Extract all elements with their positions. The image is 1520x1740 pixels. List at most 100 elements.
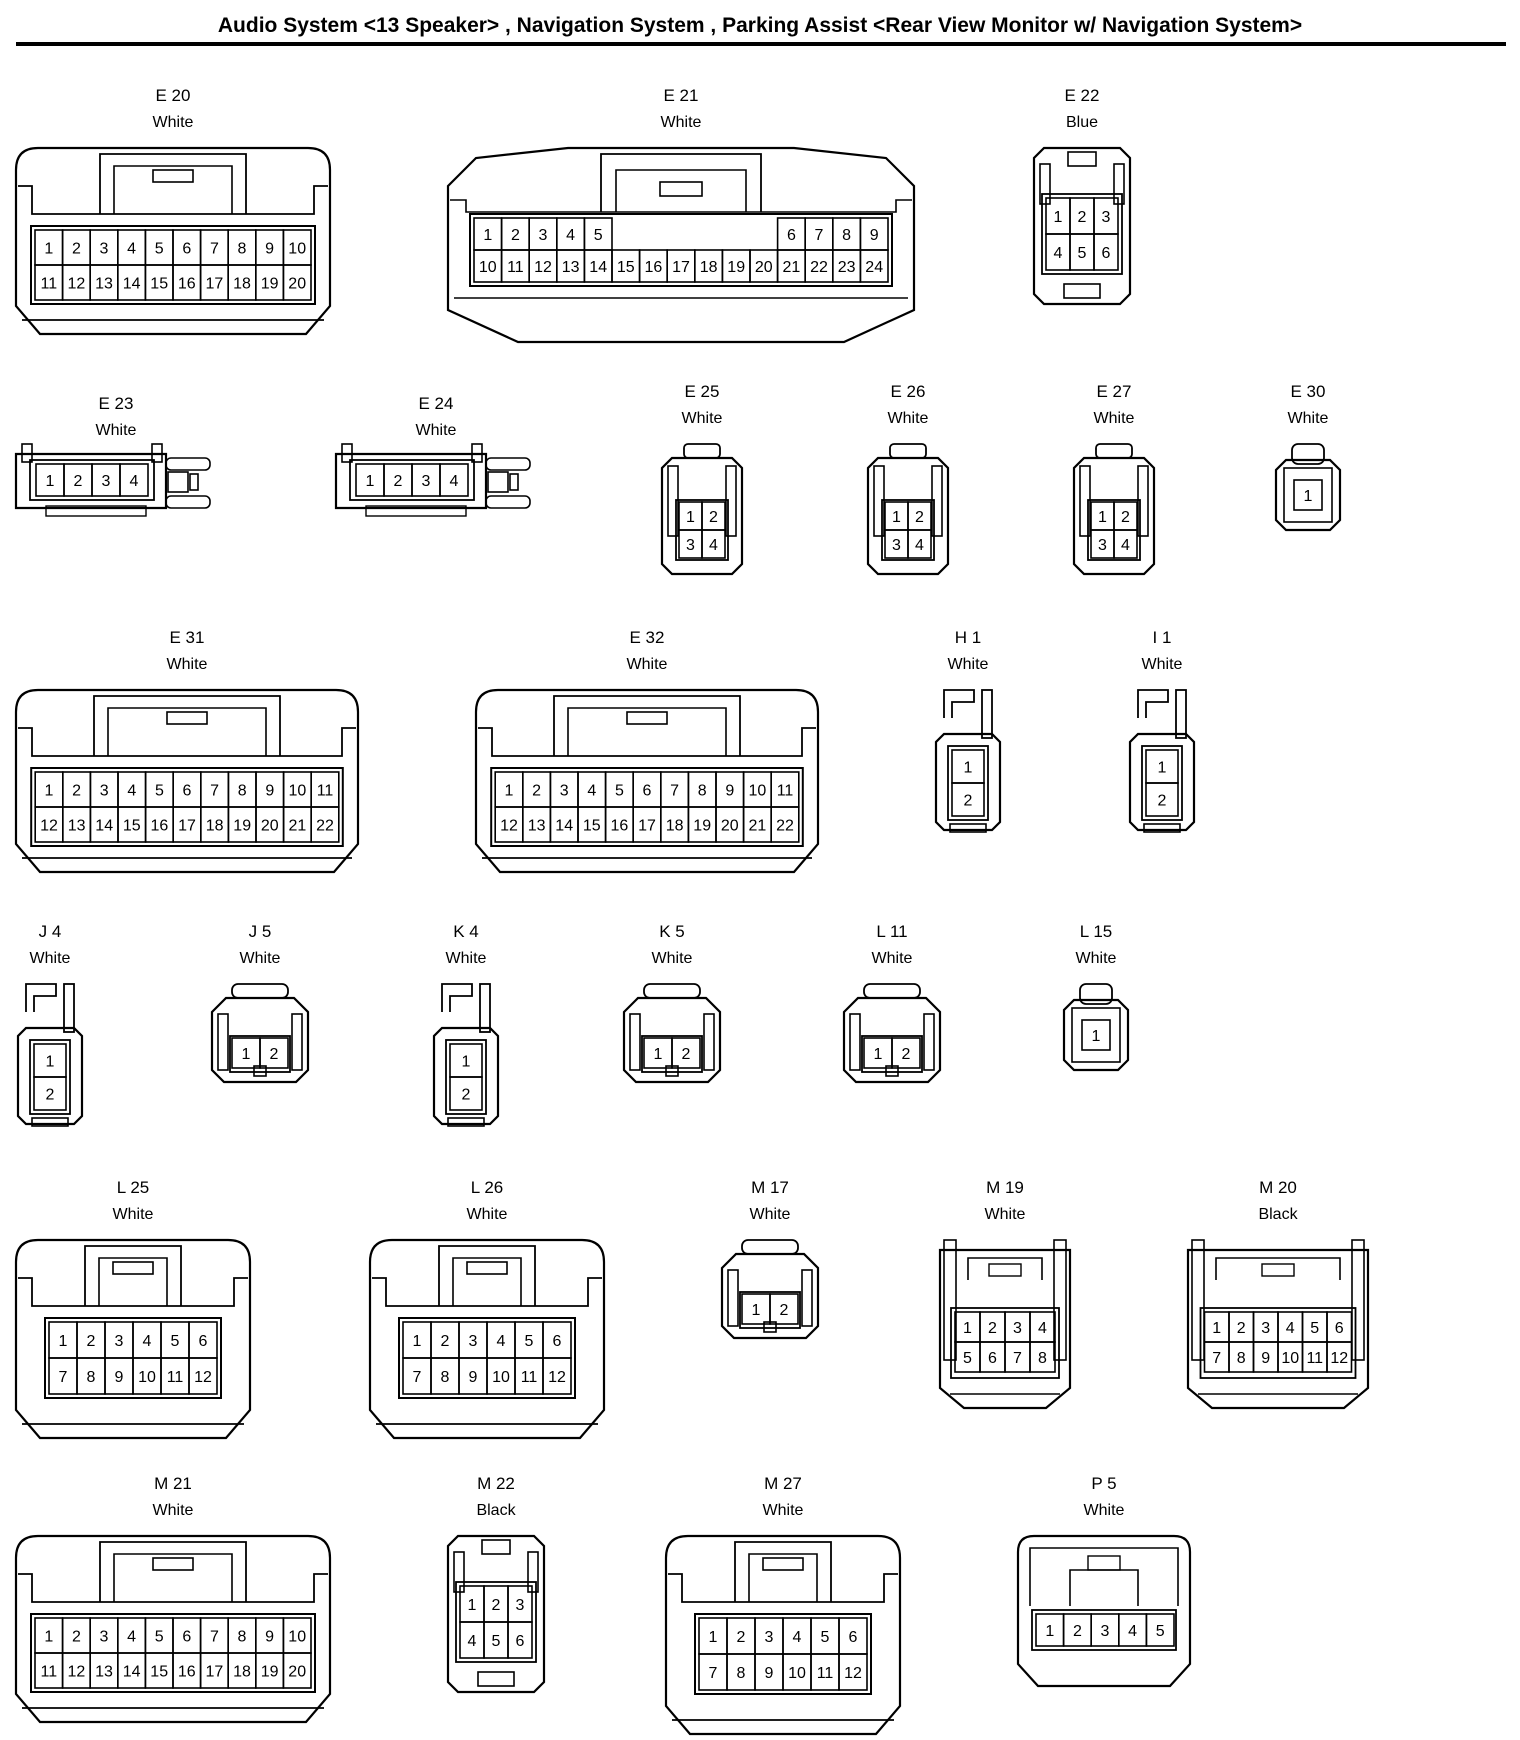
- pin-label: 6: [182, 241, 191, 258]
- pin-label: 19: [261, 276, 279, 293]
- pin-cell: [1326, 1341, 1353, 1373]
- pin-label: 5: [525, 1333, 534, 1350]
- pin-label: 8: [238, 783, 247, 800]
- pin-label: 21: [289, 818, 307, 835]
- connector-color: White: [240, 950, 281, 967]
- connector-color: White: [416, 422, 457, 439]
- pin-label: 20: [721, 818, 739, 835]
- pin-label: 19: [693, 818, 711, 835]
- pin-label: 1: [892, 509, 901, 526]
- connector-color: White: [167, 656, 208, 673]
- pin-label: 2: [682, 1046, 691, 1063]
- pin-label: 1: [686, 509, 695, 526]
- pin-label: 7: [1212, 1350, 1221, 1367]
- pin-label: 1: [242, 1046, 251, 1063]
- pin-label: 8: [238, 1629, 247, 1646]
- pin-label: 5: [1156, 1623, 1165, 1640]
- pin-label: 1: [752, 1302, 761, 1319]
- connector-id: E 20: [156, 86, 191, 105]
- pin-label: 5: [155, 1629, 164, 1646]
- pin-cell: [439, 463, 469, 497]
- pin-label: 4: [127, 783, 136, 800]
- pin-label: 9: [265, 1629, 274, 1646]
- pin-label: 16: [645, 259, 663, 276]
- pin-label: 4: [143, 1333, 152, 1350]
- pin-label: 6: [849, 1629, 858, 1646]
- pin-label: 1: [874, 1046, 883, 1063]
- pin-label: 6: [183, 783, 192, 800]
- pin-label: 1: [505, 783, 514, 800]
- pin-label: 6: [516, 1633, 525, 1650]
- pin-cell: [542, 1357, 572, 1395]
- pin-cell: [33, 1076, 67, 1111]
- connector-id: K 4: [453, 922, 479, 941]
- pin-label: 7: [59, 1369, 68, 1386]
- pin-label: 2: [1158, 793, 1167, 810]
- pin-label: 6: [988, 1350, 997, 1367]
- pin-label: 16: [611, 818, 629, 835]
- pin-label: 3: [539, 227, 548, 244]
- pin-label: 2: [780, 1302, 789, 1319]
- pin-label: 1: [963, 1320, 972, 1337]
- pin-label: 6: [1335, 1320, 1344, 1337]
- connector-id: H 1: [955, 628, 981, 647]
- connector-id: I 1: [1153, 628, 1172, 647]
- pin-label: 15: [617, 259, 635, 276]
- pin-label: 9: [1261, 1350, 1270, 1367]
- pin-label: 2: [394, 473, 403, 490]
- pin-cell: [1081, 1019, 1111, 1051]
- pin-label: 3: [469, 1333, 478, 1350]
- pin-label: 11: [817, 1665, 834, 1682]
- pin-label: 5: [594, 227, 603, 244]
- connector-id: M 19: [986, 1178, 1024, 1197]
- pin-label: 1: [46, 473, 55, 490]
- pin-label: 9: [765, 1665, 774, 1682]
- pin-label: 2: [46, 1087, 55, 1104]
- pin-label: 2: [1078, 209, 1087, 226]
- pin-label: 13: [95, 1664, 113, 1681]
- connector-color: White: [627, 656, 668, 673]
- connector-id: E 26: [891, 382, 926, 401]
- connector-id: J 5: [249, 922, 272, 941]
- connector-color: White: [467, 1206, 508, 1223]
- pin-label: 2: [1237, 1320, 1246, 1337]
- pin-label: 1: [964, 760, 973, 777]
- connector-color: White: [872, 950, 913, 967]
- pin-label: 11: [167, 1369, 184, 1386]
- pin-label: 6: [643, 783, 652, 800]
- pin-label: 3: [102, 473, 111, 490]
- pin-label: 6: [182, 1629, 191, 1646]
- pin-label: 1: [709, 1629, 718, 1646]
- pin-label: 11: [777, 783, 794, 800]
- pin-label: 2: [441, 1333, 450, 1350]
- pin-cell: [282, 264, 312, 301]
- pin-label: 2: [87, 1333, 96, 1350]
- pin-label: 3: [765, 1629, 774, 1646]
- pin-label: 3: [1261, 1320, 1270, 1337]
- pin-label: 2: [709, 509, 718, 526]
- pin-label: 1: [44, 241, 53, 258]
- pin-label: 21: [783, 259, 801, 276]
- pin-label: 6: [1102, 245, 1111, 262]
- pin-label: 3: [422, 473, 431, 490]
- pin-cell: [770, 806, 800, 843]
- pin-label: 4: [468, 1633, 477, 1650]
- pin-label: 5: [155, 783, 164, 800]
- pin-label: 3: [1101, 1623, 1110, 1640]
- pin-label: 8: [842, 227, 851, 244]
- connector-id: M 21: [154, 1474, 192, 1493]
- pin-label: 2: [915, 509, 924, 526]
- pin-label: 4: [450, 473, 459, 490]
- pin-label: 4: [1054, 245, 1063, 262]
- pin-label: 6: [553, 1333, 562, 1350]
- pin-label: 3: [100, 241, 109, 258]
